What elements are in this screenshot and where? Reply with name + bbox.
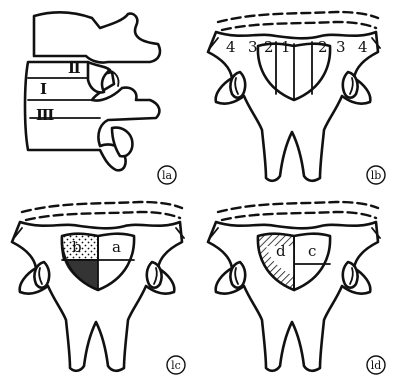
zone-label-a: a	[112, 238, 121, 256]
zone-label-2-right: 2	[318, 38, 328, 56]
zone-label-d: d	[276, 242, 286, 260]
panel-tag-ib: lb	[371, 169, 382, 182]
zone-label-3-left: 3	[248, 38, 258, 56]
panel-tag-ic: lc	[171, 359, 181, 372]
zone-label-3-right: 3	[336, 38, 346, 56]
panel-tag-id: ld	[371, 359, 382, 372]
zone-label-ii: Ⅱ	[68, 59, 81, 77]
panel-tag-ia: la	[162, 169, 173, 182]
panel-ic-axial-quadrants: b a lc	[12, 202, 185, 374]
panel-ia-lateral-view: Ⅱ Ⅰ Ⅲ la	[25, 12, 176, 184]
zone-label-iii: Ⅲ	[36, 106, 54, 124]
panel-id-axial-halves: d c ld	[208, 202, 385, 374]
zone-label-1: 1	[281, 38, 291, 56]
panel-ib-axial-zones: 4 3 2 1 2 3 4 lb	[208, 12, 385, 184]
zone-label-i: Ⅰ	[40, 80, 47, 98]
zone-label-b: b	[72, 238, 82, 256]
zone-label-4-left: 4	[226, 38, 236, 56]
zone-label-c: c	[308, 242, 316, 260]
zone-label-4-right: 4	[358, 38, 368, 56]
zone-label-2-left: 2	[264, 38, 274, 56]
